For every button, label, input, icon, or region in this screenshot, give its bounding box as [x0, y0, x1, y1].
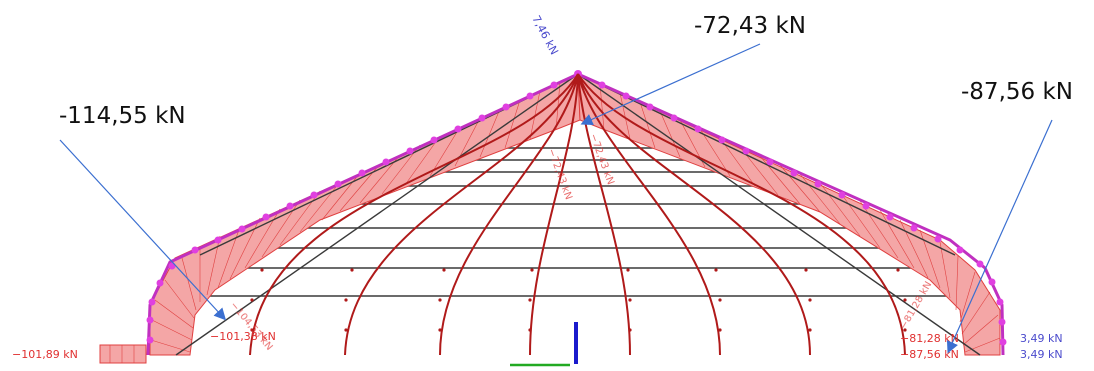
boundary-nodes [146, 70, 1007, 346]
apex-value-label: 7,46 kN [529, 13, 560, 57]
svg-text:−81,28 kN: −81,28 kN [898, 280, 934, 332]
callout-left-force: -114,55 kN [59, 103, 186, 129]
left-support-label: −101,89 kN [12, 348, 78, 361]
left-support-bar [99, 344, 147, 364]
faint-member-labels: −72,43 kN −72,43 kN −104,53 kN −81,28 kN [228, 132, 935, 352]
force-band-right [577, 73, 1001, 356]
force-band-left [149, 73, 581, 356]
svg-text:−72,43 kN: −72,43 kN [545, 147, 574, 201]
meridian-ribs [249, 73, 906, 356]
callout-arrows [59, 43, 1053, 354]
outer-boundary [146, 70, 1007, 356]
callout-top-force: -72,43 kN [694, 13, 806, 39]
arrow-left [59, 139, 227, 321]
right-member-label: −81,28 kN [900, 332, 959, 345]
right-blue-label-top: 3,49 kN [1020, 332, 1063, 345]
arrow-top [580, 43, 761, 126]
right-support-label: −87,56 kN [900, 348, 959, 361]
right-blue-label-bottom: 3,49 kN [1020, 348, 1063, 361]
left-member-label: −101,38 kN [210, 330, 276, 343]
horizontal-rings [170, 147, 990, 297]
arrow-right [946, 119, 1053, 354]
axis-indicator [510, 322, 578, 367]
rib-nodes [250, 268, 907, 332]
callout-right-force: -87,56 kN [961, 79, 1073, 105]
